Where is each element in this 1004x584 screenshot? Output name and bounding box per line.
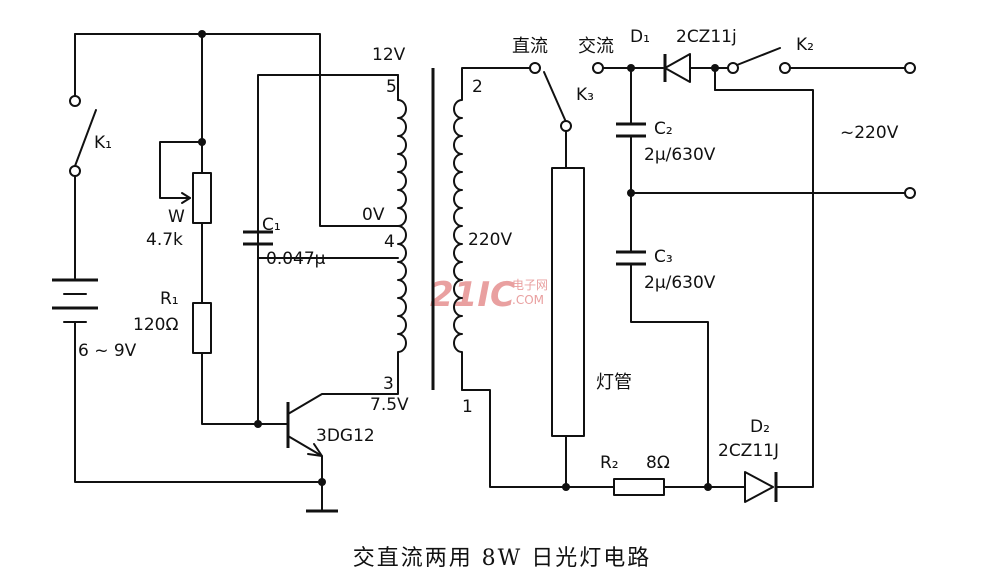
r1-name-label: R₁ (160, 289, 179, 309)
pot-name-label: W (168, 207, 185, 227)
k1-contact-top (69, 95, 81, 107)
k2-contact-left (727, 62, 739, 74)
junction-dot (562, 483, 570, 491)
c2-name-label: C₂ (654, 119, 673, 139)
k1-label: K₁ (94, 133, 112, 153)
top-rail-wire (74, 33, 399, 227)
watermark-logo: 21IC (430, 275, 515, 315)
mains-terminal-bottom (904, 187, 916, 199)
diode-d1 (663, 53, 691, 83)
k2-label: K₂ (796, 35, 814, 55)
tx-pin4-voltage: 0V (362, 205, 385, 225)
c3-value-label: 2μ/630V (644, 273, 716, 293)
d2-name-label: D₂ (750, 417, 770, 437)
fluorescent-lamp (551, 167, 585, 437)
d2-to-right-rail-wire (714, 89, 814, 488)
tx-pin2-label: 2 (472, 77, 483, 97)
k3-dc-label: 直流 (512, 36, 548, 57)
diode-d2 (744, 471, 778, 503)
k3-ac-terminal (592, 62, 604, 74)
tx-pin1-label: 1 (462, 397, 473, 417)
r2-value-label: 8Ω (646, 453, 670, 473)
d1-model-label: 2CZ11j (676, 27, 737, 47)
transistor-model-label: 3DG12 (316, 426, 375, 446)
resistor-r2 (613, 478, 665, 496)
battery-symbol (52, 278, 98, 323)
bottom-return-wire (461, 389, 615, 488)
watermark-com: .COM (512, 293, 544, 307)
r1-to-base-wire (201, 352, 289, 425)
r2-name-label: R₂ (600, 453, 619, 473)
potentiometer-w (192, 172, 212, 224)
c3-to-d2-wire (630, 263, 709, 488)
r1-value-label: 120Ω (133, 315, 178, 335)
pot-wiper-loop (159, 141, 203, 199)
c1-name-label: C₁ (262, 215, 281, 235)
lamp-label: 灯管 (596, 372, 632, 393)
k3-ac-label: 交流 (578, 36, 614, 57)
transformer-primary-coil (397, 74, 407, 371)
tx-pin3-voltage: 7.5V (370, 395, 409, 415)
c3-name-label: C₃ (654, 247, 673, 267)
battery-to-ground-wire (74, 321, 323, 483)
k3-blade (543, 71, 567, 123)
transformer-secondary-coil (453, 74, 463, 391)
tx-pin5-label: 5 (386, 77, 397, 97)
k3-dc-terminal (529, 62, 541, 74)
tx-pin4-label: 4 (384, 232, 395, 252)
figure-caption: 交直流两用 8W 日光灯电路 (352, 546, 652, 571)
tx-pin3-label: 3 (383, 374, 394, 394)
mains-terminal-top (904, 62, 916, 74)
k1-contact-bottom (69, 165, 81, 177)
pin2-to-k3-wire (461, 67, 531, 76)
tx-pin5-voltage: 12V (372, 45, 406, 65)
watermark: 21IC 电子网 .COM (430, 275, 548, 315)
pot-value-label: 4.7k (146, 230, 183, 250)
watermark-cn: 电子网 (512, 278, 548, 292)
battery-voltage-label: 6 ~ 9V (78, 341, 137, 361)
k1-blade (74, 109, 97, 167)
d2-model-label: 2CZ11J (718, 441, 779, 461)
pot-wiper-arrow (181, 192, 191, 204)
transistor-3dg12 (286, 369, 399, 483)
c1-upper-wire (257, 74, 399, 247)
mains-voltage-label: ~220V (840, 123, 899, 143)
c2-value-label: 2μ/630V (644, 145, 716, 165)
resistor-r1 (192, 302, 212, 354)
k3-common-terminal (560, 120, 572, 132)
tx-secondary-voltage: 220V (468, 230, 512, 250)
k2-contact-right (779, 62, 791, 74)
k2-blade (736, 47, 781, 66)
k3-label: K₃ (576, 85, 594, 105)
d1-name-label: D₁ (630, 27, 650, 47)
